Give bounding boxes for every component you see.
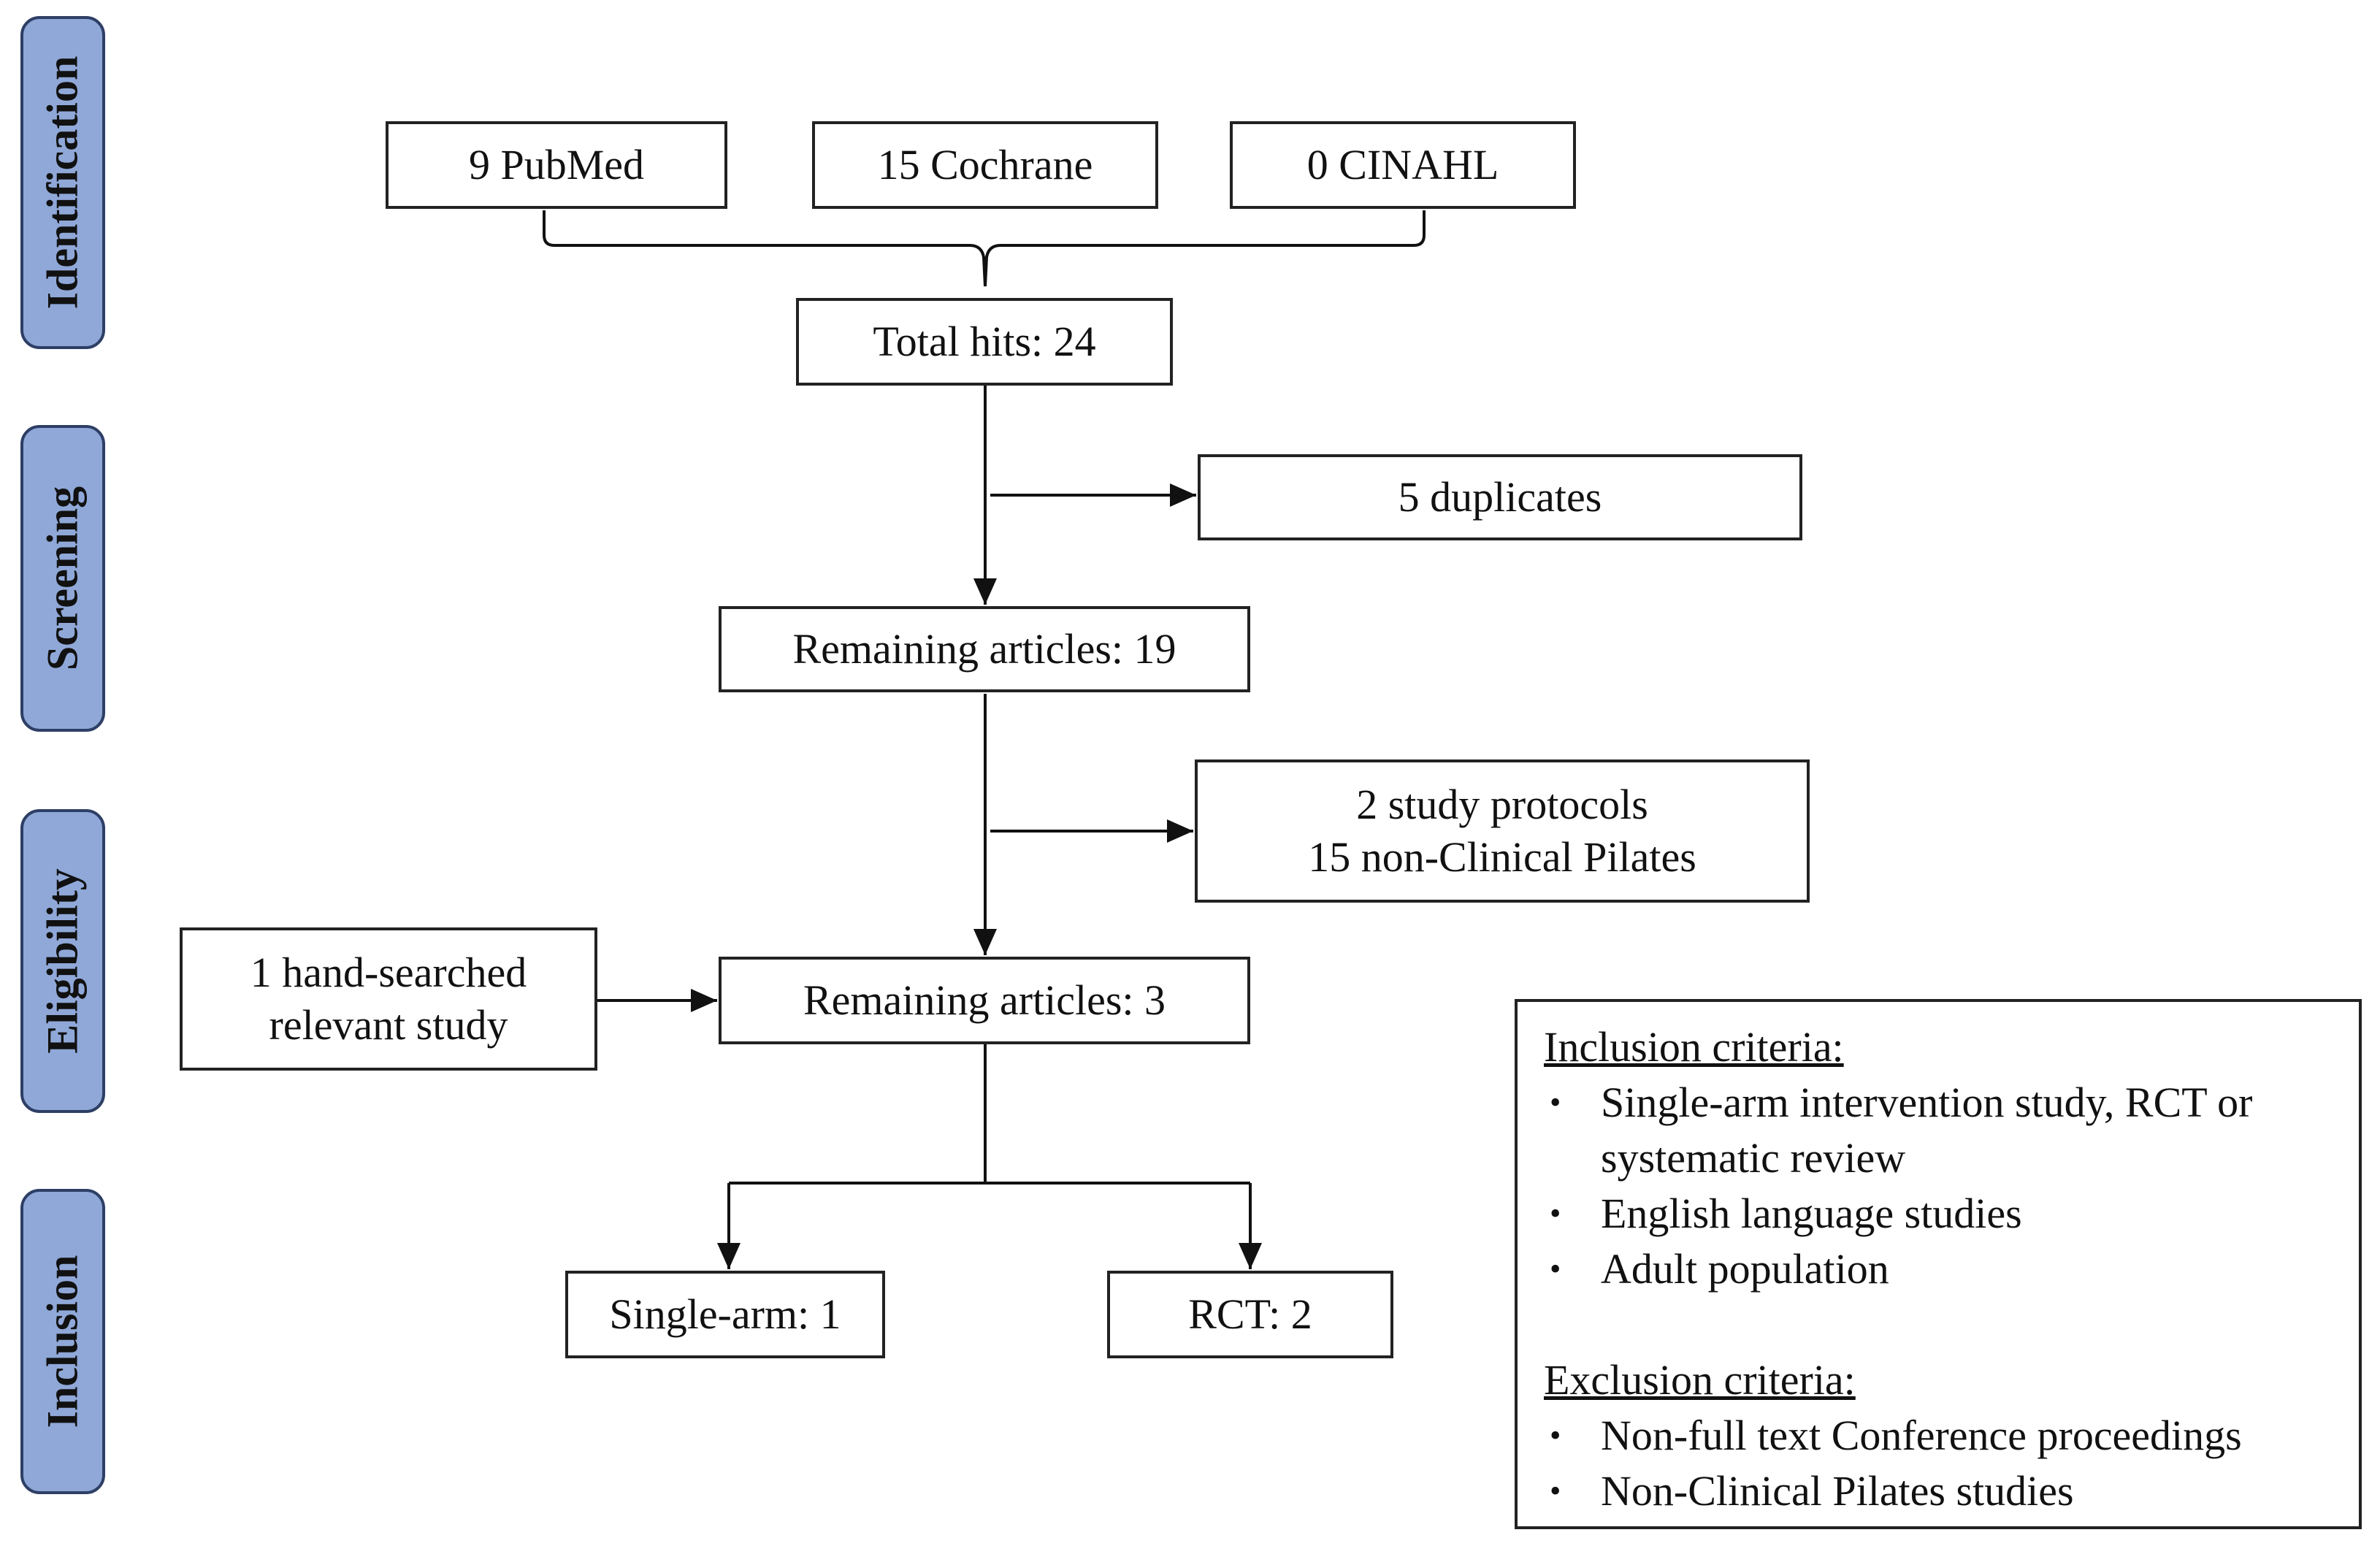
rct-box: RCT: 2	[1107, 1271, 1393, 1358]
inclusion-criteria-item: Adult population	[1544, 1241, 2333, 1297]
duplicates-label: 5 duplicates	[1398, 473, 1602, 521]
phase-screening-label: Screening	[38, 486, 87, 671]
phase-identification-label: Identification	[38, 56, 87, 310]
phase-inclusion: Inclusion	[20, 1189, 105, 1494]
phase-eligibility: Eligibility	[20, 809, 105, 1113]
total-hits-box: Total hits: 24	[796, 298, 1173, 386]
inclusion-criteria-list: Single-arm intervention study, RCT or sy…	[1544, 1075, 2333, 1297]
exclusion-criteria-heading: Exclusion criteria:	[1544, 1356, 1856, 1404]
source-cochrane-label: 15 Cochrane	[877, 141, 1093, 188]
source-cinahl-label: 0 CINAHL	[1306, 141, 1499, 188]
remaining-19-label: Remaining articles: 19	[792, 625, 1176, 673]
duplicates-box: 5 duplicates	[1198, 454, 1802, 540]
single-arm-box: Single-arm: 1	[565, 1271, 885, 1358]
hand-searched-line2: relevant study	[269, 1001, 508, 1049]
phase-inclusion-label: Inclusion	[38, 1255, 87, 1428]
excluded-line2: 15 non-Clinical Pilates	[1308, 833, 1696, 881]
rct-label: RCT: 2	[1188, 1290, 1312, 1338]
criteria-panel: Inclusion criteria: Single-arm intervent…	[1515, 999, 2362, 1529]
exclusion-criteria-list: Non-full text Conference proceedings Non…	[1544, 1408, 2333, 1519]
phase-screening: Screening	[20, 425, 105, 732]
remaining-3-box: Remaining articles: 3	[719, 957, 1250, 1044]
source-cinahl-box: 0 CINAHL	[1230, 121, 1576, 209]
exclusion-criteria-item: Non-Clinical Pilates studies	[1544, 1463, 2333, 1519]
remaining-3-label: Remaining articles: 3	[803, 976, 1166, 1024]
phase-identification: Identification	[20, 16, 105, 349]
source-pubmed-label: 9 PubMed	[468, 141, 645, 188]
inclusion-criteria-item: Single-arm intervention study, RCT or sy…	[1544, 1075, 2333, 1186]
hand-searched-box: 1 hand-searched relevant study	[180, 927, 597, 1071]
source-cochrane-box: 15 Cochrane	[812, 121, 1158, 209]
exclusion-criteria-item: Non-full text Conference proceedings	[1544, 1408, 2333, 1463]
inclusion-criteria-heading: Inclusion criteria:	[1544, 1023, 1844, 1071]
phase-eligibility-label: Eligibility	[38, 868, 87, 1054]
source-pubmed-box: 9 PubMed	[386, 121, 727, 209]
sources-brace	[543, 210, 1426, 287]
inclusion-criteria-item: English language studies	[1544, 1186, 2333, 1241]
excluded-box: 2 study protocols 15 non-Clinical Pilate…	[1195, 759, 1810, 903]
total-hits-label: Total hits: 24	[873, 318, 1096, 365]
remaining-19-box: Remaining articles: 19	[719, 606, 1250, 692]
excluded-line1: 2 study protocols	[1356, 781, 1648, 828]
single-arm-label: Single-arm: 1	[609, 1290, 841, 1338]
hand-searched-line1: 1 hand-searched	[250, 949, 527, 996]
